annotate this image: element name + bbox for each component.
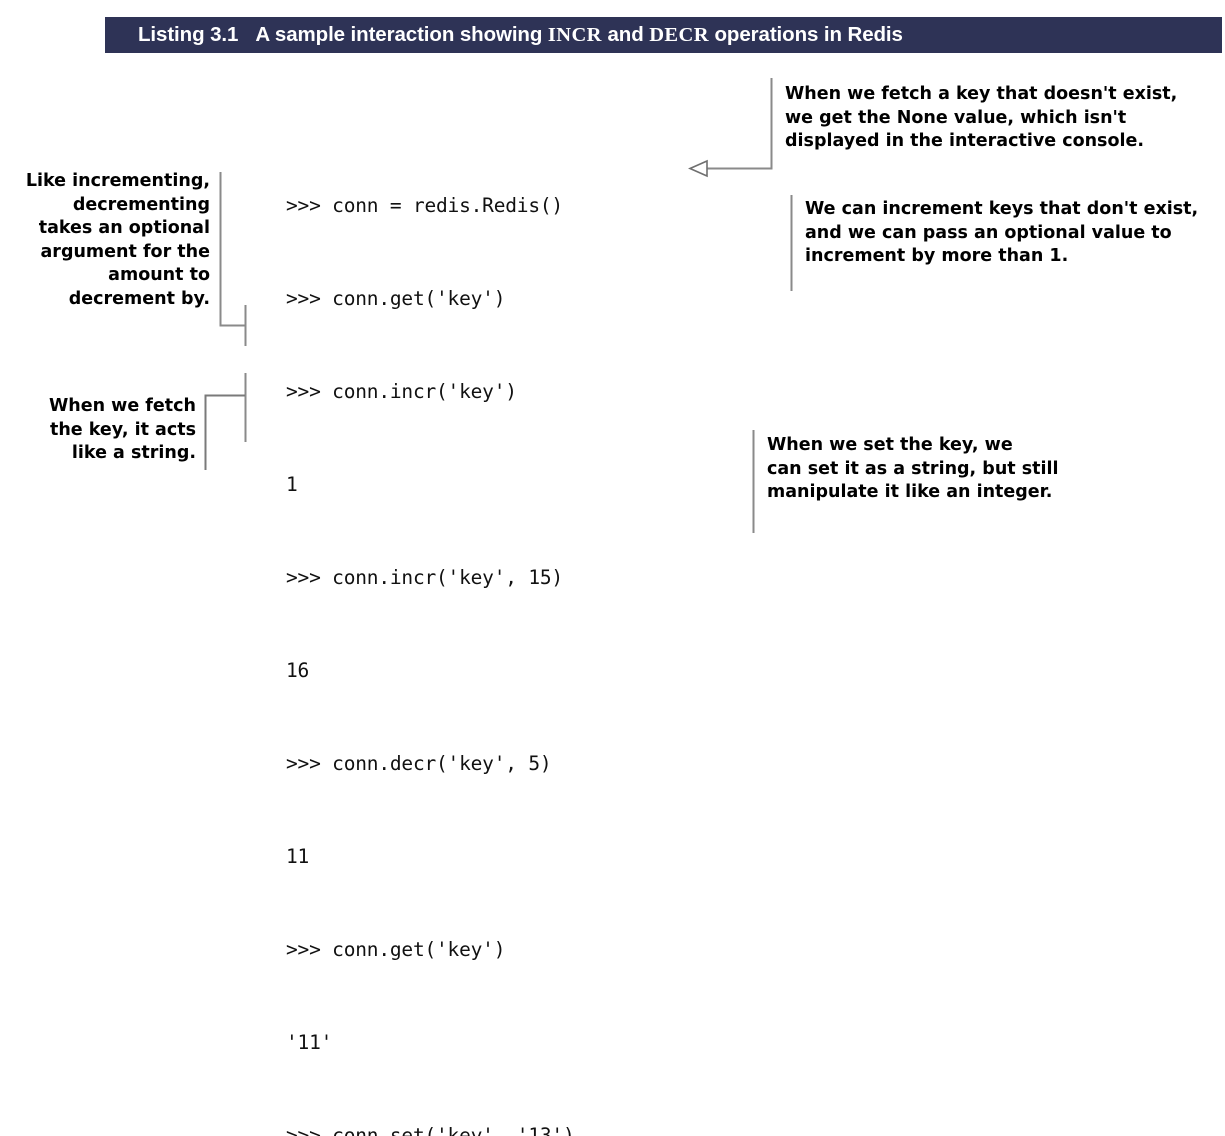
code-line: 1 [286, 473, 298, 496]
code-listing: >>> conn = redis.Redis() >>> conn.get('k… [286, 128, 575, 1136]
code-line: >>> conn = redis.Redis() [286, 194, 563, 217]
code-line: 16 [286, 659, 310, 682]
connector-left-1 [219, 172, 247, 346]
code-line: >>> conn.incr('key', 15) [286, 566, 563, 589]
annotation-decrement-optional-argument: Like incrementing, decrementing takes an… [25, 171, 210, 309]
annotation-set-string-manipulate-integer: When we set the key, we can set it as a … [767, 435, 1059, 502]
annotation-get-returns-string: When we fetch the key, it acts like a st… [49, 396, 196, 463]
code-line: >>> conn.get('key') [286, 938, 506, 961]
listing-title-text-3: operations in Redis [708, 22, 903, 46]
code-line: '11' [286, 1031, 333, 1054]
listing-code-term-decr: DECR [649, 23, 709, 46]
code-line: >>> conn.get('key') [286, 287, 506, 310]
annotation-incr-creates-key: We can increment keys that don't exist, … [805, 199, 1199, 266]
listing-code-term-incr: INCR [547, 23, 602, 46]
arrowhead-icon [688, 159, 708, 178]
annotation-missing-key-returns-none: When we fetch a key that doesn't exist, … [785, 84, 1178, 151]
listing-title-bar: Listing 3.1 A sample interaction showing… [105, 17, 1222, 53]
connector-left-2 [204, 373, 247, 470]
connector-right-1 [688, 78, 773, 178]
listing-title-text-2: and [601, 22, 650, 46]
code-line: >>> conn.incr('key') [286, 380, 517, 403]
listing-number: Listing 3.1 [138, 22, 239, 46]
listing-title-gap [238, 23, 255, 46]
code-line: >>> conn.set('key', '13') [286, 1124, 575, 1136]
listing-title: Listing 3.1 A sample interaction showing… [138, 22, 903, 46]
listing-title-text-1: A sample interaction showing [255, 22, 548, 46]
code-line: >>> conn.decr('key', 5) [286, 752, 552, 775]
code-line: 11 [286, 845, 310, 868]
